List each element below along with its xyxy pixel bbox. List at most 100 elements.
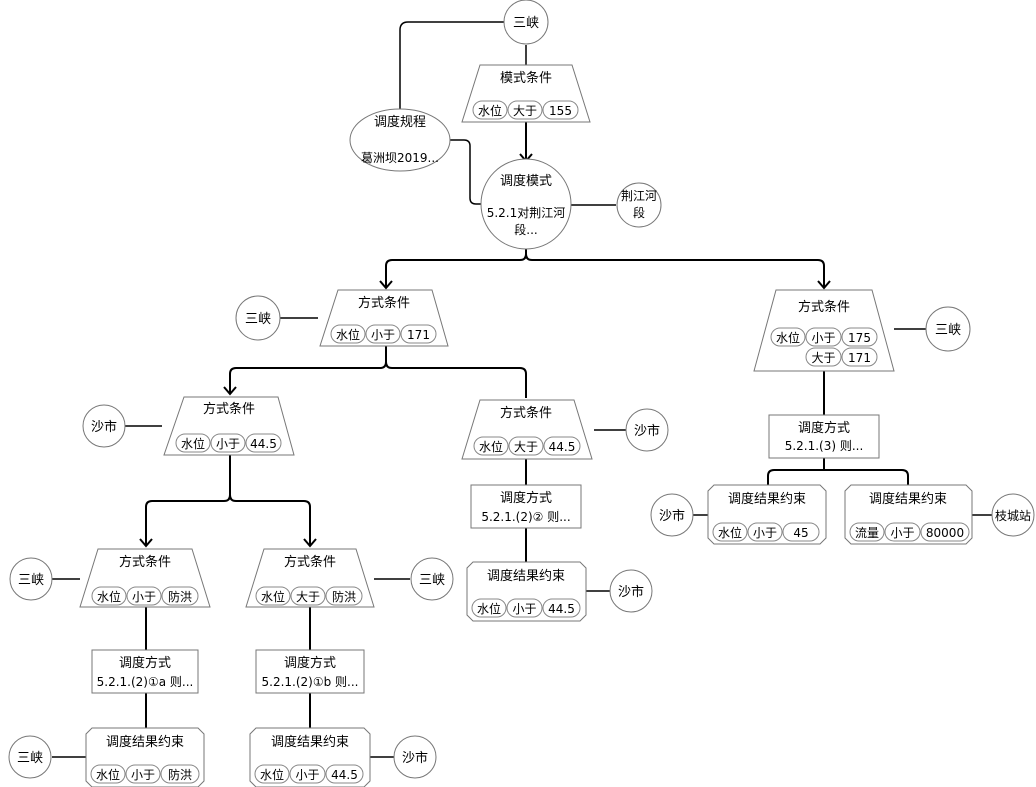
node-title: 方式条件 [500,405,552,421]
tag-text: 水位 [97,589,121,604]
node-mode-condition[interactable]: 模式条件 水位 大于 155 [461,64,591,123]
node-dispatch-regulation[interactable]: 调度规程 葛洲坝2019... [349,108,451,172]
node-dispatch-way-m111[interactable]: 调度方式 5.2.1.(2)①a 则... [91,649,199,694]
tag-pill [508,436,544,456]
node-result-constraint-r12[interactable]: 调度结果约束 水位 小于 44.5 [466,561,587,622]
node-shape [503,0,549,45]
node-title: 方式条件 [203,401,255,417]
node-label: 三峡 [17,751,43,766]
connectors [52,21,994,758]
rect-shape [768,414,880,459]
tag-pill [805,327,842,347]
arrow-mode-c2 [817,280,831,290]
tag-pill [471,598,507,618]
tag-text: 防洪 [332,589,356,604]
node-shashi-c12[interactable]: 沙市 [625,408,669,452]
node-result-constraint-r21[interactable]: 调度结果约束 水位 小于 45 [707,484,827,545]
node-text-line2: 段... [514,222,537,237]
tag-pill [90,764,126,784]
tag-pill [400,324,437,344]
node-sanxia-c1[interactable]: 三峡 [235,295,281,341]
tag-text: 44.5 [331,768,358,782]
tag-pill [289,764,326,784]
node-way-condition-c1[interactable]: 方式条件 水位 小于 171 [319,289,449,347]
edge-m2-r [767,469,909,485]
tag-pill [210,433,246,453]
tag-pill [805,347,842,367]
tag-pill [920,522,970,542]
node-title: 调度结果约束 [271,734,349,750]
node-sanxia-r111[interactable]: 三峡 [8,735,52,779]
tag-text: 大于 [513,104,537,118]
node-label: 三峡 [18,573,44,588]
tag-text: 流量 [855,526,879,540]
node-result-constraint-r111[interactable]: 调度结果约束 水位 小于 防洪 [85,727,205,787]
node-way-condition-c12[interactable]: 方式条件 水位 大于 44.5 [461,399,593,460]
node-shape [609,569,653,613]
tag-text: 小于 [295,768,319,782]
node-result-constraint-r112[interactable]: 调度结果约束 水位 小于 44.5 [249,727,371,787]
tag-pill [506,598,543,618]
tag-text: 水位 [96,767,120,782]
tag-pill [125,764,161,784]
node-title: 模式条件 [500,70,552,86]
node-label: 三峡 [935,323,961,338]
tag-pill [841,347,878,367]
node-shashi-r21[interactable]: 沙市 [650,493,694,537]
node-shape [82,404,126,448]
tag-pill [290,586,326,606]
tag-text: 大于 [811,351,835,365]
node-way-condition-c111[interactable]: 方式条件 水位 小于 防洪 [79,548,211,608]
tag-pill [712,522,748,542]
node-title: 调度结果约束 [728,491,806,507]
node-dispatch-way-m12[interactable]: 调度方式 5.2.1.(2)② 则... [470,484,582,529]
node-shape [625,408,669,452]
arrow-mode-c1 [379,280,393,290]
tag-pill [542,598,581,618]
node-title: 方式条件 [358,295,410,311]
tag-text: 小于 [512,602,536,616]
node-shape [650,493,694,537]
node-shashi-c11[interactable]: 沙市 [82,404,126,448]
tag-text: 80000 [926,526,964,540]
node-way-condition-c112[interactable]: 方式条件 水位 大于 防洪 [245,548,375,608]
node-zhicheng-station[interactable]: 枝城站 [991,493,1035,537]
tag-text: 防洪 [168,589,192,604]
tag-pill [325,586,363,606]
tag-pill [543,436,581,456]
node-dispatch-mode[interactable]: 调度模式 5.2.1对荆江河 段... [480,158,572,250]
tag-pill [472,100,508,120]
node-sanxia-c2[interactable]: 三峡 [925,306,971,352]
tag-text: 水位 [718,525,742,540]
node-text: 5.2.1.(3) 则... [785,439,864,453]
tag-pill [770,327,806,347]
node-jingjiang[interactable]: 荆江河 段 [616,182,662,228]
node-label: 沙市 [91,419,117,435]
node-sanxia-c112[interactable]: 三峡 [410,557,454,601]
node-way-condition-c2[interactable]: 方式条件 水位 小于 175 大于 171 [753,289,895,372]
tag-pill [255,586,291,606]
tag-pill [747,522,783,542]
node-way-condition-c11[interactable]: 方式条件 水位 小于 44.5 [163,396,295,456]
tag-pill [254,764,290,784]
tag-pill [161,586,199,606]
node-dispatch-way-m112[interactable]: 调度方式 5.2.1.(2)①b 则... [255,649,365,694]
node-title: 调度结果约束 [869,491,947,507]
tag-text: 大于 [296,590,320,604]
tag-text: 小于 [371,328,395,342]
node-result-constraint-r22[interactable]: 调度结果约束 流量 小于 80000 [844,484,973,545]
node-title: 方式条件 [798,299,850,315]
node-title: 调度规程 [374,114,426,130]
node-sanxia-c111[interactable]: 三峡 [9,557,53,601]
node-shashi-r12[interactable]: 沙市 [609,569,653,613]
tag-text: 155 [549,104,572,118]
node-sanxia-top[interactable]: 三峡 [503,0,549,45]
tag-pill [365,324,401,344]
node-shape [616,182,662,228]
node-shashi-r112[interactable]: 沙市 [393,735,437,779]
tag-pill [884,522,921,542]
node-dispatch-way-m2[interactable]: 调度方式 5.2.1.(3) 则... [768,414,880,459]
node-label: 三峡 [513,16,539,31]
node-title: 调度方式 [500,490,552,506]
